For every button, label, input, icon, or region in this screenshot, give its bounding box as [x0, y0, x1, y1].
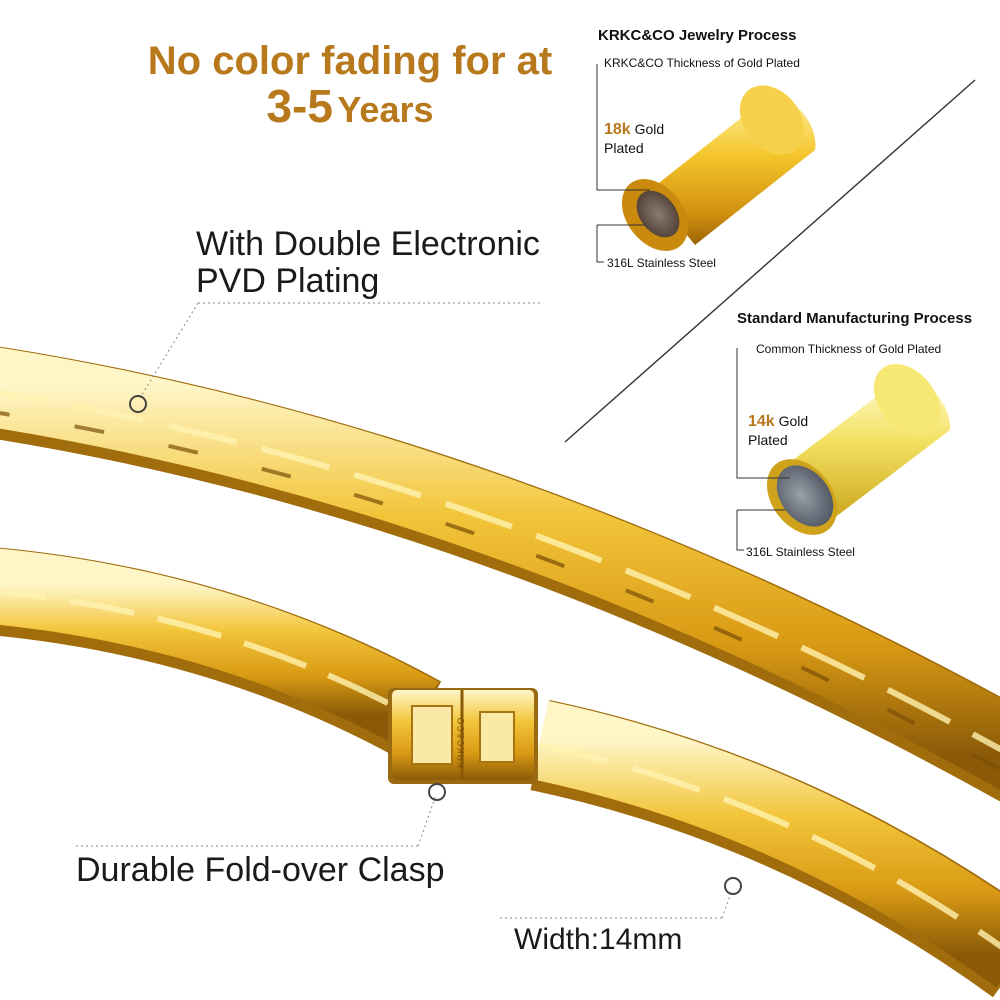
standard-process-title: Standard Manufacturing Process	[737, 310, 973, 327]
standard-steel-label: 316L Stainless Steel	[746, 545, 855, 559]
clasp-engraving: KRKC&CO	[456, 716, 466, 768]
krkc-process-title: KRKC&CO Jewelry Process	[598, 27, 797, 44]
feature-leaders	[76, 302, 733, 919]
krkc-karat-value: 18k	[604, 121, 631, 138]
width-label: Width	[514, 923, 591, 956]
width-separator: :	[590, 923, 600, 956]
krkc-karat-label: 18k Gold Plated	[604, 120, 664, 158]
width-value: 14mm	[599, 923, 683, 956]
standard-karat-value: 14k	[748, 413, 775, 430]
standard-leaders	[736, 348, 790, 551]
krkc-thickness-label: KRKC&CO Thickness of Gold Plated	[604, 56, 800, 70]
fold-over-clasp	[388, 688, 538, 784]
lower-chain	[0, 547, 1000, 998]
callout-markers	[129, 395, 742, 895]
krkc-leaders	[596, 64, 650, 263]
standard-plated-word: Plated	[748, 432, 788, 448]
width-feature: Width:14mm	[514, 923, 683, 956]
krkc-gold-word: Gold	[634, 121, 665, 137]
plating-feature: With Double Electronic PVD Plating	[196, 226, 540, 299]
headline-years-word: Years	[337, 89, 434, 130]
headline-years-value: 3-5	[266, 80, 333, 132]
standard-cylinder	[766, 364, 951, 535]
standard-karat-label: 14k Gold Plated	[748, 412, 808, 450]
headline-line1: No color fading for at	[147, 39, 553, 83]
krkc-plated-word: Plated	[604, 140, 644, 156]
standard-thickness-label: Common Thickness of Gold Plated	[756, 342, 942, 356]
krkc-cylinder	[621, 85, 816, 251]
headline: No color fading for at 3-5 Years	[140, 40, 560, 130]
plating-line2: PVD Plating	[196, 261, 380, 300]
plating-line1: With Double Electronic	[196, 225, 540, 263]
standard-gold-word: Gold	[778, 413, 809, 429]
krkc-steel-label: 316L Stainless Steel	[607, 256, 716, 270]
divider-line	[564, 79, 976, 443]
upper-chain	[0, 346, 1000, 802]
clasp-feature: Durable Fold-over Clasp	[76, 851, 445, 889]
